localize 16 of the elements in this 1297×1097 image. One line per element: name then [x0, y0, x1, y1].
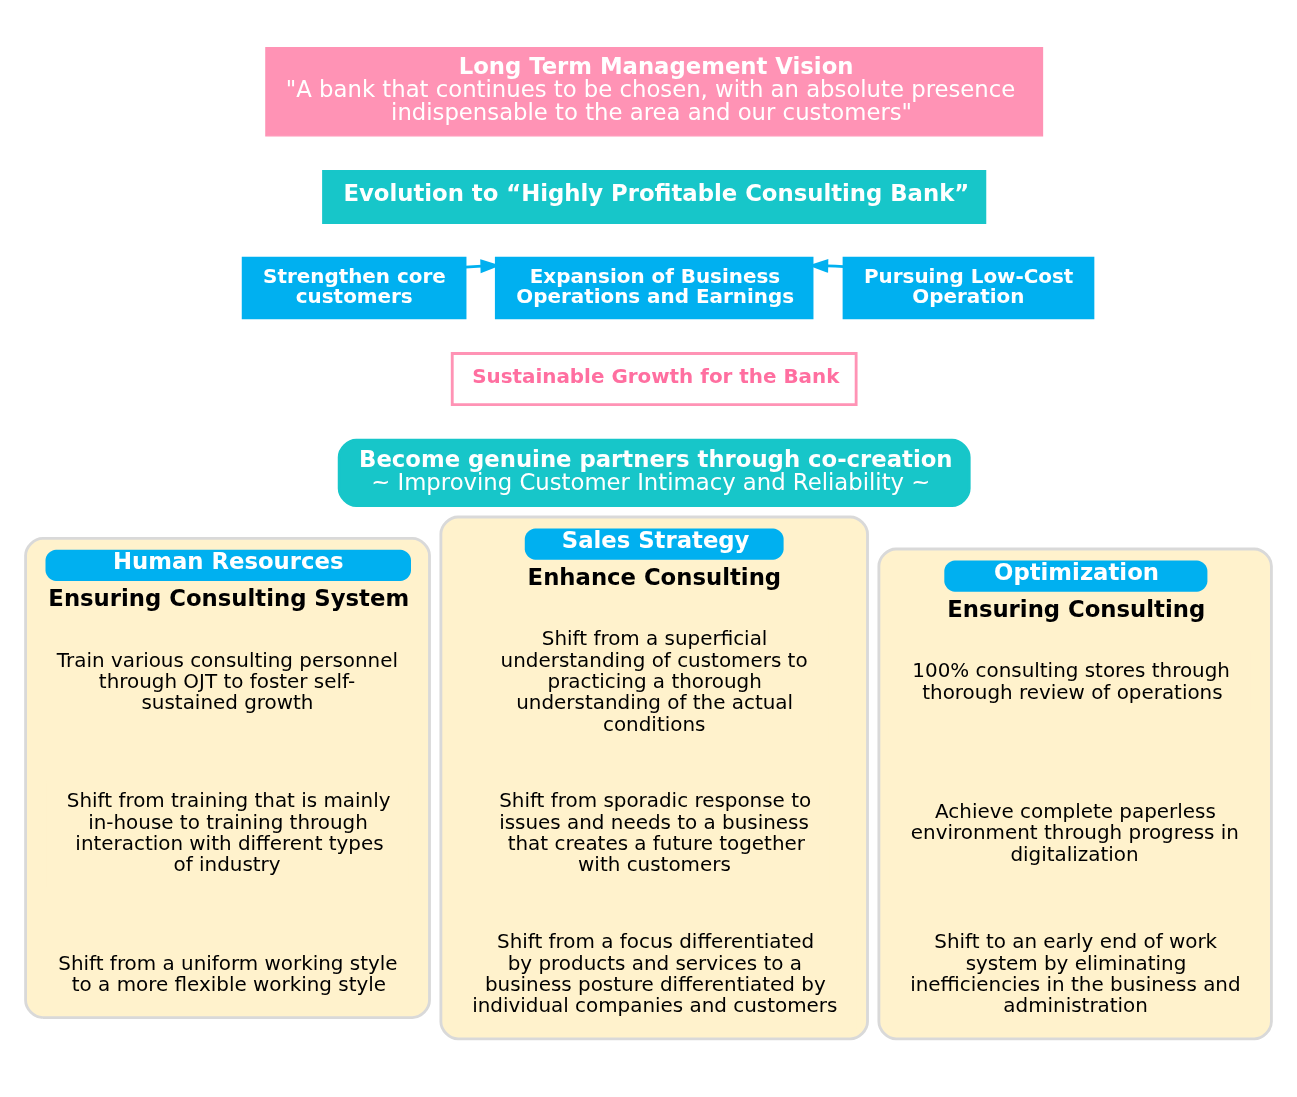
node-text: Achieve complete paperless environment through progress in digitalization [910, 799, 1239, 866]
node-text: Shift from a focus differentiated by products and services to a business posture differentiated by individual companies and customers [472, 929, 838, 1017]
node-text: Train various consulting personnel through OJT to foster self-sustained growth [56, 648, 398, 714]
node-box: Strengthen core customers [241, 256, 467, 319]
node-box: Evolution to “Highly Profitable Consulting Bank” [322, 169, 987, 224]
node-box: Sustainable Growth for the Bank [450, 351, 858, 406]
node-text: Shift from a uniform working style to a more flexible working style [58, 951, 398, 996]
node-text: Shift from a superficial understanding of customers to practicing a thorough understanding of the actual conditions [500, 626, 808, 736]
node-box: Expansion of Business Operations and Earnings [494, 256, 814, 319]
node-text: Shift from training that is mainly in-house to training through interaction with different types of industry [66, 788, 391, 876]
node-box: Long Term Management Vision "A bank that continues to be chosen, with an absolute presence indispensable to the area and our customers" [265, 46, 1044, 137]
node-box: Become genuine partners through co-creation ~ Improving Customer Intimacy and Reliability ~ [337, 438, 971, 507]
node-text: Shift to an early end of work system by eliminating inefficiencies in the business and administration [910, 929, 1241, 1017]
node-text: 100% consulting stores through thorough review of operations [912, 658, 1230, 704]
node-text: Shift from sporadic response to issues and needs to a business that creates a future together with customers [499, 788, 812, 876]
node-box: Pursuing Low-Cost Operation [842, 256, 1095, 319]
